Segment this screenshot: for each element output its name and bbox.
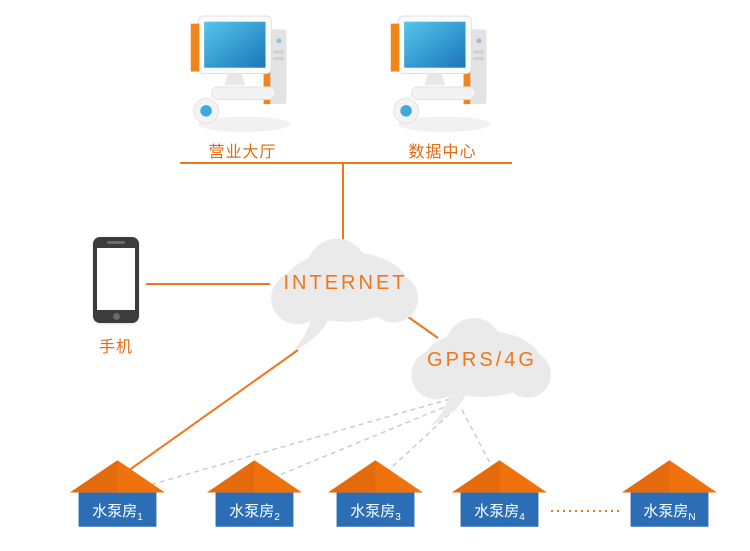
phone-icon xyxy=(93,237,139,323)
pump-house-2: 水泵房2 xyxy=(207,460,302,527)
internet-cloud: INTERNET xyxy=(258,238,433,353)
cloud-shape xyxy=(398,318,566,426)
line-internet-to-pump1 xyxy=(117,349,299,479)
pump-house-label: 水泵房N xyxy=(643,503,696,523)
pump-house-label: 水泵房2 xyxy=(229,503,280,523)
gprs-label: GPRS/4G xyxy=(427,349,537,371)
phone-label: 手机 xyxy=(98,339,133,356)
pump-house-1: 水泵房1 xyxy=(70,460,165,527)
pump-house-label: 水泵房4 xyxy=(474,503,525,523)
pump-house-4: 水泵房4 xyxy=(452,460,547,527)
phone-home-button xyxy=(112,313,120,320)
business-hall-computer-icon xyxy=(185,10,300,135)
internet-label: INTERNET xyxy=(283,272,408,294)
pump-house-3: 水泵房3 xyxy=(328,460,423,527)
pump-house-label: 水泵房1 xyxy=(92,503,143,523)
pump-house-n: 水泵房N xyxy=(622,460,717,527)
phone-earpiece xyxy=(107,241,125,244)
data-center-label: 数据中心 xyxy=(408,144,477,161)
data-center-computer-icon xyxy=(385,10,500,135)
gprs-cloud: GPRS/4G xyxy=(398,318,566,426)
business-hall-label: 营业大厅 xyxy=(208,144,277,161)
pump-house-label: 水泵房3 xyxy=(350,503,401,523)
phone-screen xyxy=(97,248,135,310)
